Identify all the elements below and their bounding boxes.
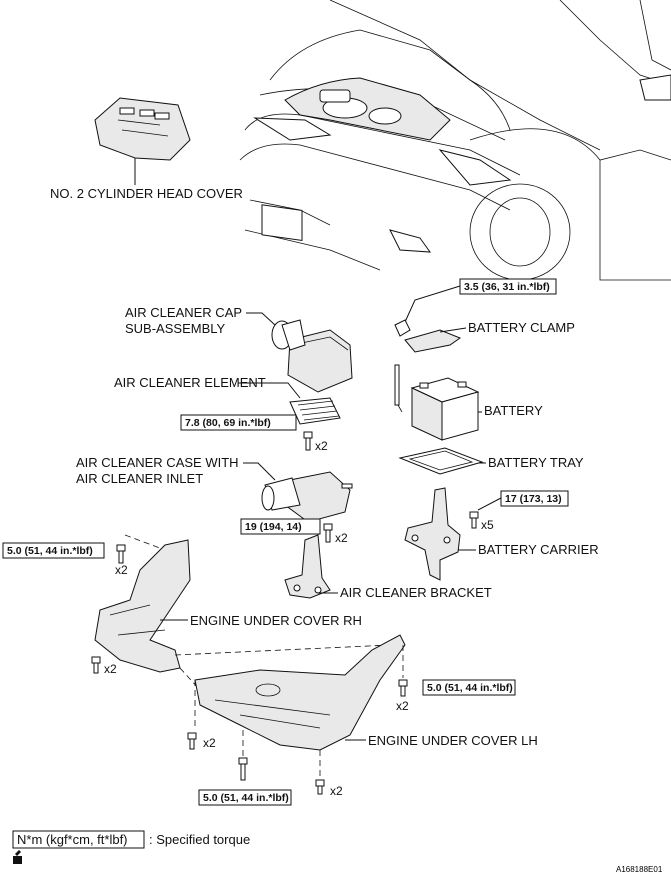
air-cleaner-element-part	[289, 397, 341, 425]
torque-box-case	[240, 518, 321, 535]
qty-lh-bottom-right-bolt: x2	[330, 784, 343, 798]
bolt-icon	[303, 431, 313, 451]
bolt-icon	[323, 523, 333, 543]
bolt-icon	[398, 679, 408, 697]
note-icon	[13, 850, 22, 864]
bolt-icon	[187, 732, 197, 750]
legend-description: : Specified torque	[149, 832, 250, 847]
label-battery-clamp: BATTERY CLAMP	[468, 320, 575, 335]
bolt-icon	[116, 544, 126, 564]
qty-rh-left-bolt: x2	[104, 662, 117, 676]
air-cleaner-case-part	[261, 471, 353, 523]
battery-part	[410, 377, 480, 441]
battery-carrier-part	[404, 487, 461, 581]
qty-lh-bottom-left-bolt: x2	[203, 736, 216, 750]
torque-air-cleaner-element: 7.8 (80, 69 in.*lbf)	[185, 417, 271, 429]
torque-box-lh-right	[422, 679, 516, 696]
bolt-icon	[315, 779, 325, 795]
air-cleaner-cap-part	[271, 319, 353, 393]
torque-under-cover-lh-right: 5.0 (51, 44 in.*lbf)	[427, 682, 513, 694]
torque-battery-carrier: 17 (173, 13)	[505, 493, 562, 505]
engine-under-cover-lh-part	[194, 634, 406, 751]
bolt-icon	[238, 757, 248, 781]
qty-rh-top-bolt: x2	[115, 563, 128, 577]
label-engine-under-cover-rh: ENGINE UNDER COVER RH	[190, 613, 362, 628]
torque-air-cleaner-case: 19 (194, 14)	[245, 521, 302, 533]
torque-box-rh-top	[2, 542, 105, 559]
engine-under-cover-rh-part	[94, 539, 191, 673]
label-air-cleaner-cap-1: AIR CLEANER CAP	[125, 305, 242, 320]
figure-id: A168188E01	[616, 865, 663, 874]
label-air-cleaner-case-1: AIR CLEANER CASE WITH	[76, 455, 239, 470]
label-battery-carrier: BATTERY CARRIER	[478, 542, 599, 557]
label-air-cleaner-bracket: AIR CLEANER BRACKET	[340, 585, 492, 600]
vehicle-front-illustration	[239, 0, 671, 281]
battery-clamp-part	[394, 319, 462, 413]
torque-battery-clamp: 3.5 (36, 31 in.*lbf)	[464, 281, 550, 293]
air-cleaner-bracket-part	[284, 534, 331, 599]
torque-box-element	[180, 414, 297, 431]
qty-element-bolt: x2	[315, 439, 328, 453]
qty-carrier-bolt: x5	[481, 518, 494, 532]
label-air-cleaner-cap-2: SUB-ASSEMBLY	[125, 321, 226, 336]
battery-tray-part	[398, 447, 484, 475]
torque-box-bottom	[198, 789, 292, 806]
legend-unit-box	[12, 830, 145, 849]
label-battery: BATTERY	[484, 403, 543, 418]
bolt-icon	[469, 511, 479, 529]
torque-under-cover-rh-top: 5.0 (51, 44 in.*lbf)	[7, 545, 93, 557]
bolt-icon	[91, 656, 101, 674]
cylinder-head-cover-part	[94, 97, 191, 185]
label-air-cleaner-case-2: AIR CLEANER INLET	[76, 471, 203, 486]
label-cylinder-head-cover: NO. 2 CYLINDER HEAD COVER	[50, 186, 243, 201]
torque-under-cover-bottom: 5.0 (51, 44 in.*lbf)	[203, 792, 289, 804]
label-air-cleaner-element: AIR CLEANER ELEMENT	[114, 375, 266, 390]
label-engine-under-cover-lh: ENGINE UNDER COVER LH	[368, 733, 538, 748]
legend-unit-text: N*m (kgf*cm, ft*lbf)	[17, 832, 128, 847]
qty-case-bolt: x2	[335, 531, 348, 545]
label-battery-tray: BATTERY TRAY	[488, 455, 584, 470]
qty-lh-right-bolt: x2	[396, 699, 409, 713]
